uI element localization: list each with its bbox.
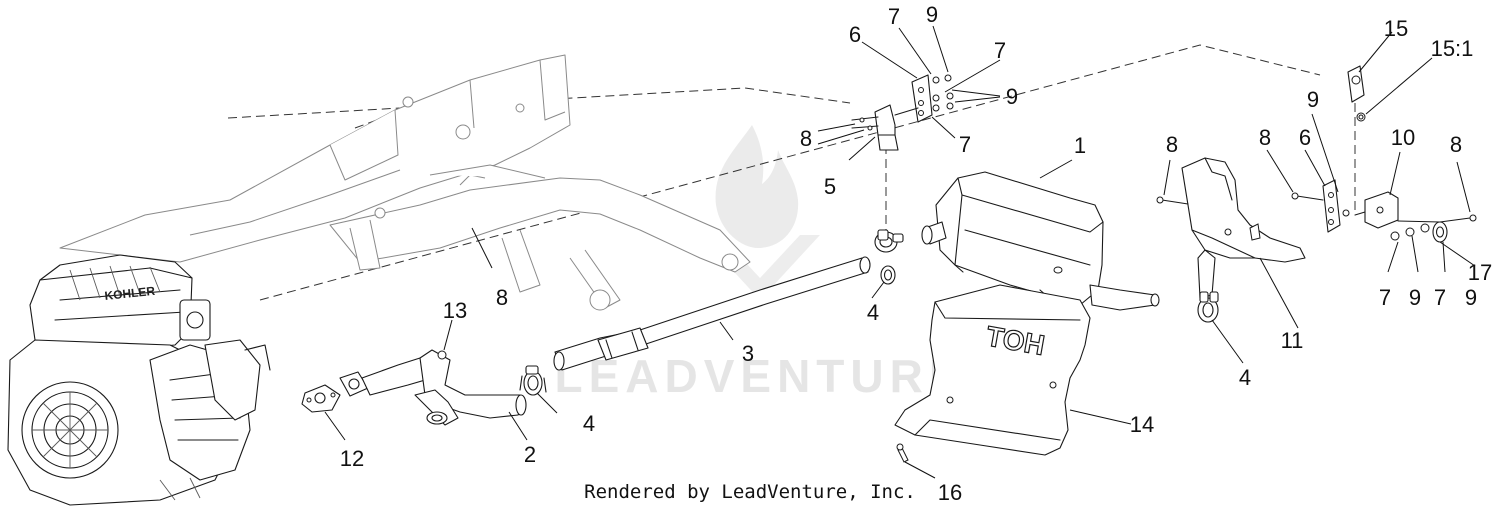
- callout-4-left: 4: [583, 411, 595, 436]
- callout-6-right: 6: [1299, 125, 1311, 150]
- screw-16: [896, 443, 909, 463]
- callout-8-rear-center: 8: [1259, 125, 1271, 150]
- callout-5: 5: [824, 174, 836, 199]
- muffler: [921, 171, 1160, 311]
- callout-11: 11: [1281, 328, 1304, 353]
- callout-7-upper-right: 7: [994, 38, 1006, 63]
- callout-13: 13: [443, 298, 467, 323]
- callout-6-upper: 6: [849, 22, 861, 47]
- callout-9-rear-lower-left: 9: [1409, 285, 1421, 310]
- callout-8-upper: 8: [800, 126, 812, 151]
- callout-15-1: 15:1: [1431, 36, 1474, 61]
- bracket-10: [1354, 191, 1399, 229]
- exhaust-manifold-pipe: [339, 349, 527, 426]
- callout-17: 17: [1468, 260, 1492, 285]
- callout-7-lower: 7: [959, 132, 971, 157]
- washer-13: [437, 350, 447, 360]
- callout-2: 2: [524, 442, 536, 467]
- clamp-right: [1197, 291, 1219, 323]
- callout-7-rear-right: 7: [1434, 285, 1446, 310]
- callout-7-top: 7: [888, 4, 900, 29]
- rear-mount-bracket: [1156, 157, 1306, 299]
- callout-8-rear-left: 8: [1166, 132, 1178, 157]
- bolt-15: [1347, 65, 1366, 122]
- exhaust-tail-pipe: [553, 256, 871, 371]
- callout-16: 16: [938, 480, 962, 505]
- leadventure-watermark: LEADVENTURE: [554, 125, 965, 402]
- tractor-frame: [59, 54, 751, 311]
- callout-7-rear-left: 7: [1379, 285, 1391, 310]
- callout-9-top: 9: [926, 2, 938, 27]
- callout-labels: 1 2 3 4 4 4 5 6 6 7 7 7 7 7 8 8 8 8 8 9 …: [340, 2, 1492, 505]
- callout-4-right: 4: [1239, 365, 1251, 390]
- callout-9-rear-lower-right: 9: [1465, 285, 1477, 310]
- callout-12: 12: [340, 446, 364, 471]
- callout-3: 3: [742, 341, 754, 366]
- upper-hanger-bracket: [851, 74, 954, 151]
- clamp-center: [874, 229, 904, 285]
- callout-14: 14: [1130, 412, 1154, 437]
- engine-brand-label: KOHLER: [104, 284, 156, 303]
- flame-logo-icon: [700, 125, 820, 300]
- callout-1: 1: [1074, 133, 1086, 158]
- heat-shield: TOH: [894, 284, 1091, 456]
- callout-9-upper-right: 9: [1006, 84, 1018, 109]
- clamp-17-hardware: [1390, 214, 1477, 243]
- exhaust-gasket: [301, 384, 341, 413]
- right-mount-plate: [1291, 179, 1350, 233]
- callout-9-rear-upper: 9: [1307, 87, 1319, 112]
- render-credit: Rendered by LeadVenture, Inc.: [584, 481, 916, 503]
- callout-10: 10: [1391, 125, 1415, 150]
- callout-8-frame: 8: [496, 285, 508, 310]
- callout-4-center: 4: [867, 300, 879, 325]
- callout-15: 15: [1384, 16, 1408, 41]
- clamp-left: [519, 365, 547, 396]
- callout-8-rear-right: 8: [1450, 132, 1462, 157]
- leader-lines: [324, 25, 1476, 479]
- watermark-text: LEADVENTURE: [554, 350, 965, 402]
- engine-assembly: KOHLER: [7, 254, 271, 506]
